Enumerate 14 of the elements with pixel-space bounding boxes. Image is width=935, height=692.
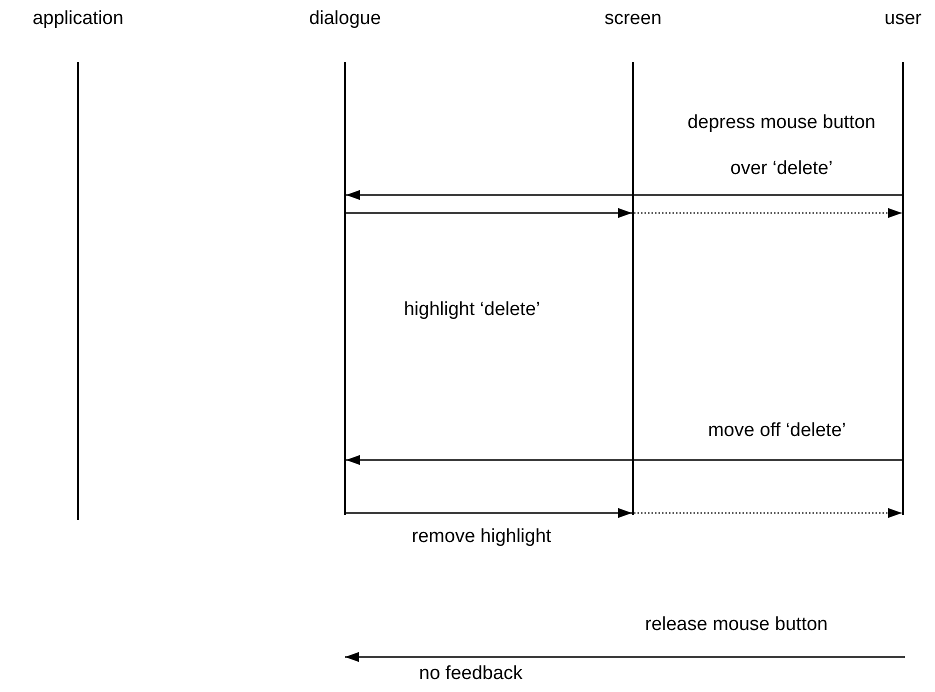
arrow: [346, 455, 902, 465]
arrow: [634, 508, 902, 518]
lifeline-heading: application: [32, 8, 124, 30]
lifeline-heading: user: [884, 8, 922, 30]
lifeline-heading: dialogue: [309, 8, 381, 30]
lifeline: [632, 62, 634, 515]
arrow: [346, 190, 902, 200]
lifeline: [344, 62, 346, 515]
lifeline-heading: screen: [604, 8, 662, 30]
lifeline: [77, 62, 79, 520]
arrow: [346, 208, 632, 218]
lifeline: [902, 62, 904, 515]
arrow: [634, 208, 902, 218]
arrow: [346, 508, 632, 518]
